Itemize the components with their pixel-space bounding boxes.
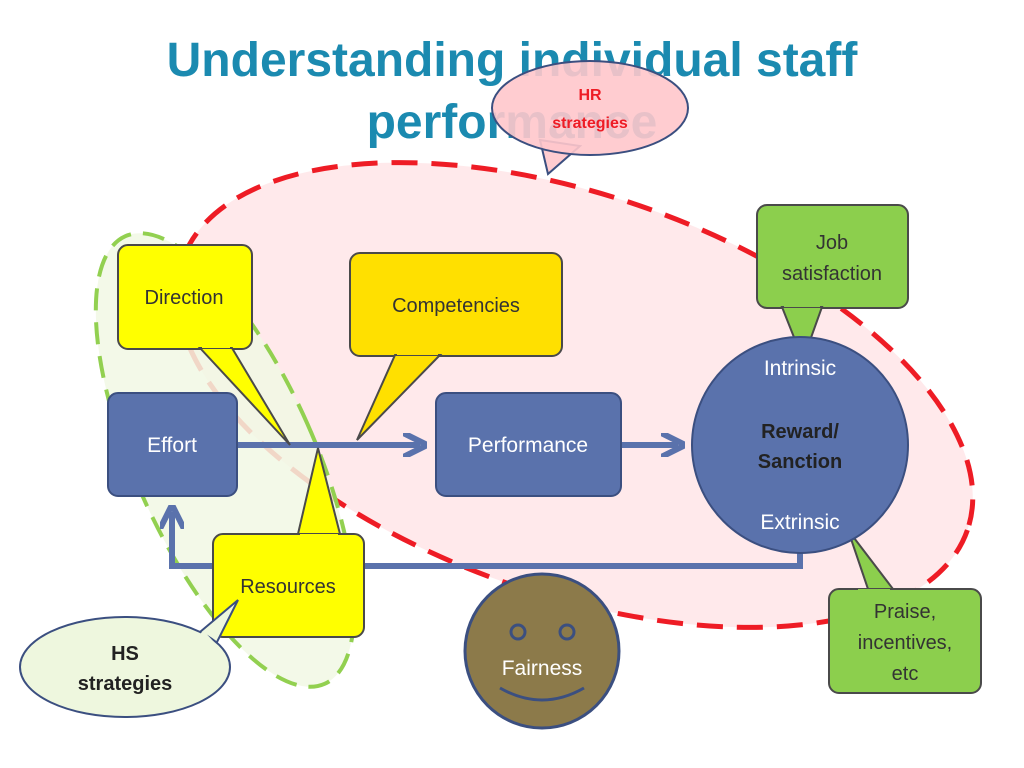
direction-box — [117, 244, 253, 350]
hs-strategies-ellipse — [19, 616, 231, 718]
praise-callout: Praise, incentives, etc — [828, 529, 982, 694]
hr-strategies-line-2: strategies — [552, 115, 628, 132]
hs-strategies-bubble: HS strategies — [19, 599, 239, 718]
hr-strategies-line-1: HR — [578, 87, 602, 104]
left-eye — [509, 623, 527, 641]
effort-box — [107, 392, 238, 497]
fairness-circle — [463, 572, 621, 730]
praise-line-2: incentives, — [858, 632, 953, 654]
title-line-1: Understanding individual staff — [166, 34, 858, 87]
hr-strategies-bubble: HR strategies — [491, 60, 689, 176]
job-satisfaction-line-2: satisfaction — [782, 263, 882, 285]
performance-label: Performance — [468, 434, 588, 457]
performance-box — [435, 392, 622, 497]
performance-node: Performance — [435, 392, 622, 497]
direction-label: Direction — [145, 287, 224, 309]
intrinsic-label: Intrinsic — [764, 357, 836, 380]
direction-callout: Direction — [117, 244, 291, 446]
right-eye — [558, 623, 576, 641]
reward-label: Reward/ — [761, 421, 839, 443]
praise-line-1: Praise, — [874, 601, 936, 623]
job-satisfaction-box — [756, 204, 909, 309]
competencies-box — [349, 252, 563, 357]
resources-callout: Resources — [212, 447, 365, 638]
job-satisfaction-callout: Job satisfaction — [756, 204, 909, 363]
hr-strategies-ellipse — [491, 60, 689, 156]
reward-circle — [691, 336, 909, 554]
competencies-label: Competencies — [392, 295, 520, 317]
smile — [499, 686, 585, 702]
fairness-face: Fairness — [463, 572, 621, 730]
competencies-callout: Competencies — [349, 252, 563, 441]
job-satisfaction-line-1: Job — [816, 232, 848, 254]
reward-node: Intrinsic Reward/ Sanction Extrinsic — [691, 336, 909, 554]
praise-line-3: etc — [892, 663, 919, 685]
effort-node: Effort — [107, 392, 238, 497]
praise-box — [828, 588, 982, 694]
hs-strategies-line-1: HS — [111, 643, 139, 665]
extrinsic-label: Extrinsic — [760, 511, 839, 534]
sanction-label: Sanction — [758, 451, 842, 473]
effort-label: Effort — [147, 434, 197, 457]
resources-label: Resources — [240, 576, 336, 598]
hs-strategies-line-2: strategies — [78, 673, 173, 695]
resources-box — [212, 533, 365, 638]
fairness-label: Fairness — [502, 657, 583, 680]
